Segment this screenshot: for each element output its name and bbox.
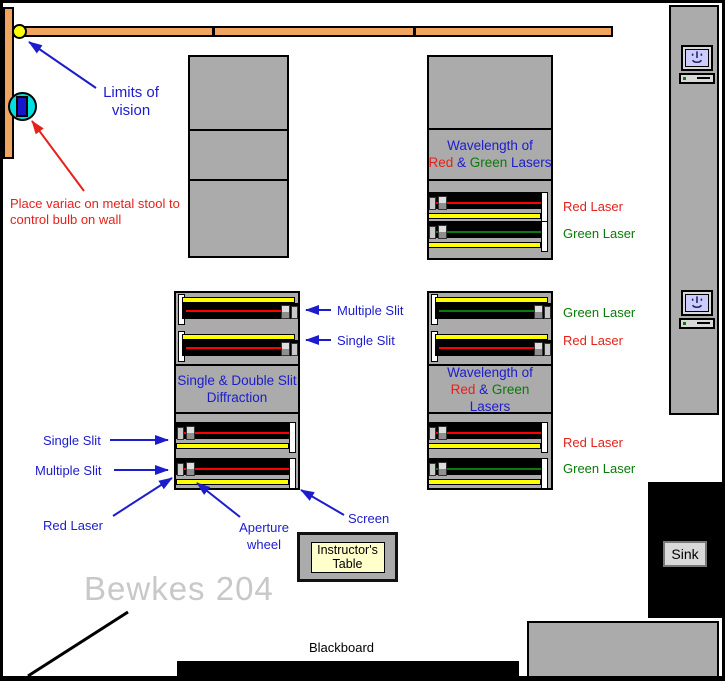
- wavelength-title-line2: Red & Green Lasers: [450, 381, 530, 414]
- red-laser-label: Red Laser: [563, 333, 623, 348]
- screen-component: [541, 192, 548, 223]
- laser-bench: [428, 422, 550, 454]
- wavelength-title-line1: Wavelength of: [447, 364, 533, 380]
- student-table: [188, 55, 289, 258]
- wavelength-table-title: Wavelength of Red & Green Lasers: [429, 365, 551, 414]
- green-laser-label: Green Laser: [563, 226, 636, 241]
- laser-bench: [178, 294, 300, 326]
- red-laser-label: Red Laser: [43, 518, 103, 533]
- green-laser-label: Green Laser: [563, 305, 636, 320]
- laser-bench: [176, 458, 298, 490]
- screen-component: [541, 221, 548, 252]
- aperture-wheel-component: [186, 462, 195, 476]
- table-divider: [427, 128, 553, 130]
- wall-meter-stick-vertical: [3, 7, 14, 159]
- laser-component: [291, 343, 298, 356]
- aperture-wheel-component: [186, 426, 195, 440]
- laser-component: [429, 197, 436, 210]
- laser-component: [429, 226, 436, 239]
- sink-label: Sink: [663, 541, 707, 567]
- aperture-wheel-component: [534, 305, 543, 319]
- instructor-table: Instructor's Table: [297, 532, 398, 582]
- wavelength-title-line1: Wavelength of: [447, 138, 533, 153]
- diffraction-table: [174, 291, 300, 490]
- aperture-wheel-component: [438, 462, 447, 476]
- computer-icon: [679, 45, 715, 85]
- blackboard-label: Blackboard: [309, 640, 375, 655]
- aperture-wheel-component: [534, 342, 543, 356]
- screen-component: [541, 458, 548, 489]
- diffraction-table-title: Single & Double Slit Diffraction: [177, 373, 297, 405]
- screen-component: [289, 422, 296, 453]
- aperture-wheel-label: Aperture wheel: [239, 520, 289, 552]
- multiple-slit-label: Multiple Slit: [337, 303, 404, 318]
- table-divider: [188, 129, 289, 131]
- meter-stick-joint: [212, 27, 215, 36]
- table-divider: [427, 412, 553, 414]
- blackboard: [177, 661, 519, 677]
- laser-bench: [428, 221, 550, 253]
- red-laser-label: Red Laser: [563, 435, 623, 450]
- laser-component: [429, 463, 436, 476]
- wavelength-title-line2: Red & Green Lasers: [428, 155, 552, 170]
- meter-stick-joint: [413, 27, 416, 36]
- laser-component: [544, 343, 551, 356]
- bulb-on-wall: [12, 24, 27, 39]
- aperture-wheel-component: [438, 196, 447, 210]
- red-laser-label: Red Laser: [563, 199, 623, 214]
- aperture-wheel-component: [438, 426, 447, 440]
- laser-bench: [431, 331, 553, 363]
- table-divider: [174, 412, 300, 414]
- table-divider: [174, 364, 300, 366]
- instructor-table-label: Instructor's Table: [310, 541, 385, 573]
- variac: [16, 96, 28, 117]
- screen-component: [289, 458, 296, 489]
- single-slit-label: Single Slit: [337, 333, 395, 348]
- door-swing-line: [27, 610, 129, 678]
- laser-bench: [428, 192, 550, 224]
- variac-note-label: Place variac on metal stool to control b…: [10, 196, 180, 227]
- aperture-wheel-component: [281, 342, 290, 356]
- laser-component: [291, 306, 298, 319]
- screen-label: Screen: [348, 511, 390, 526]
- laser-bench: [428, 458, 550, 490]
- room-name: Bewkes 204: [84, 570, 274, 607]
- laser-component: [429, 427, 436, 440]
- single-slit-label: Single Slit: [43, 433, 101, 448]
- table-divider: [427, 179, 553, 181]
- wall-meter-stick-horizontal: [13, 26, 613, 37]
- laser-component: [177, 463, 184, 476]
- multiple-slit-label: Multiple Slit: [35, 463, 102, 478]
- table-divider: [427, 364, 553, 366]
- green-laser-label: Green Laser: [563, 461, 636, 476]
- laser-component: [177, 427, 184, 440]
- wavelength-table-title: Wavelength of Red & Green Lasers: [428, 132, 552, 176]
- laser-bench: [176, 422, 298, 454]
- back-table: [527, 621, 719, 678]
- aperture-wheel-component: [281, 305, 290, 319]
- aperture-wheel-component: [438, 225, 447, 239]
- computer-icon: [679, 290, 715, 330]
- screen-component: [541, 422, 548, 453]
- laser-bench: [178, 331, 300, 363]
- laser-component: [544, 306, 551, 319]
- laser-bench: [431, 294, 553, 326]
- limits-of-vision-label: Limits of vision: [103, 84, 159, 119]
- table-divider: [188, 179, 289, 181]
- wavelength-table: [427, 291, 553, 490]
